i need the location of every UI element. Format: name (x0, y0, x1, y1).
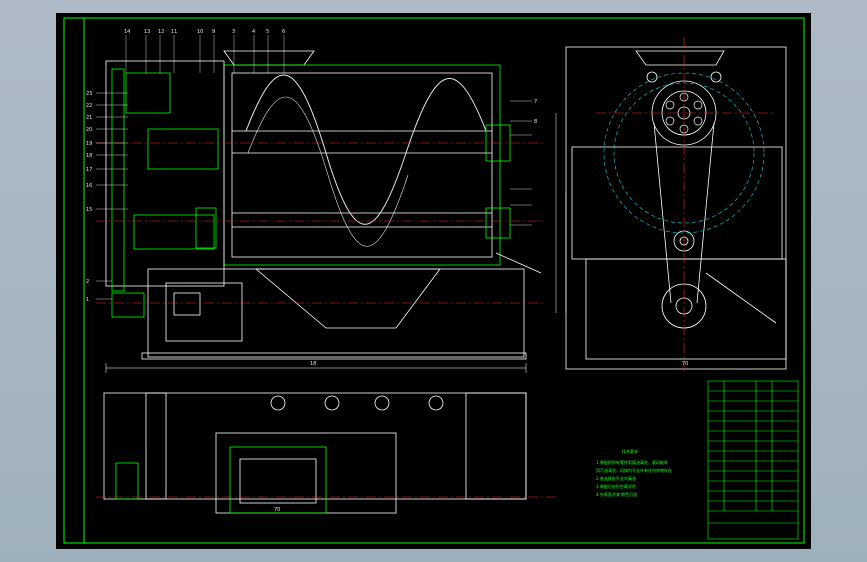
small-gear (115, 462, 139, 500)
note-line-4: 3.装配后进行空载试验 (596, 483, 636, 489)
bolt-1 (270, 395, 286, 411)
lower-bearing (133, 214, 215, 250)
bolt-2 (324, 395, 340, 411)
note-line-5: 4.外表面涂漆 颜色可选 (596, 491, 637, 497)
pulley-bottom (111, 292, 145, 318)
part-label: 6 (282, 29, 285, 35)
motor (173, 292, 201, 316)
belt-left (653, 122, 672, 304)
screw-spiral-back (247, 96, 409, 247)
part-label: 3 (232, 29, 235, 35)
side-base (585, 258, 787, 360)
part-label: 21 (86, 115, 92, 121)
chute (495, 252, 542, 274)
part-label: 16 (86, 183, 92, 189)
part-label: 8 (534, 119, 537, 125)
side-holes (665, 92, 703, 134)
part-label: 22 (86, 103, 92, 109)
technical-notes: 技术要求 1.装配前所有零件用煤油清洗，滚动轴承 用汽油清洗，机体内不允许有任何… (596, 448, 672, 497)
bolt-3 (374, 395, 390, 411)
part-label: 10 (197, 29, 203, 35)
base-plate (141, 352, 527, 360)
drawing-sheet (56, 13, 811, 549)
bolt-right (710, 71, 722, 83)
part-label: 17 (86, 167, 92, 173)
cad-drawing-viewport[interactable]: 18 23 22 21 20 19 18 17 16 15 2 1 14 13 … (56, 13, 811, 549)
dim-main-length: 18 (310, 361, 316, 367)
title-block (707, 380, 799, 540)
note-line-1: 1.装配前所有零件用煤油清洗，滚动轴承 (596, 459, 668, 465)
belt-right (696, 122, 715, 304)
left-pillar (145, 392, 167, 500)
part-label: 1 (86, 297, 89, 303)
note-line-2: 用汽油清洗，机体内不允许有任何杂物存在 (596, 467, 672, 473)
side-center-lines (596, 37, 776, 373)
side-view (565, 46, 787, 370)
part-label: 20 (86, 127, 92, 133)
bolt-left (646, 71, 658, 83)
right-bearing-lower (485, 207, 511, 239)
base-frame (147, 268, 525, 358)
side-hopper (635, 50, 725, 66)
gear (195, 207, 217, 249)
middle-bearing (147, 128, 219, 170)
right-pillar (465, 392, 527, 500)
part-label: 18 (86, 153, 92, 159)
left-housing (105, 60, 225, 287)
side-outline (565, 46, 787, 370)
drum-inner (231, 72, 493, 258)
part-number-labels: 23 22 21 20 19 18 17 16 15 2 1 14 13 12 … (86, 29, 537, 303)
notes-heading: 技术要求 (622, 448, 638, 454)
inner-border (83, 17, 805, 544)
part-label: 15 (86, 207, 92, 213)
part-label: 11 (171, 29, 177, 35)
part-label: 13 (144, 29, 150, 35)
part-label: 12 (158, 29, 164, 35)
leader-lines (96, 35, 532, 300)
part-label: 9 (212, 29, 215, 35)
belt-strip (111, 68, 125, 292)
motor-plate (165, 282, 243, 342)
note-line-3: 2.各连接处不允许漏油 (596, 475, 636, 481)
outlet-inner (239, 458, 317, 504)
part-label: 4 (252, 29, 255, 35)
hidden-circle-outer (603, 72, 765, 234)
dim-side: 70 (682, 361, 688, 367)
part-label: 7 (534, 99, 537, 105)
outlet-frame (229, 446, 327, 514)
screw-spiral (245, 74, 487, 225)
cad-drawing: 18 23 22 21 20 19 18 17 16 15 2 1 14 13 … (56, 13, 811, 549)
bolt-4 (428, 395, 444, 411)
side-chute (705, 272, 777, 324)
part-label: 14 (124, 29, 130, 35)
dim-bottom: 70 (274, 507, 280, 513)
part-label: 19 (86, 141, 92, 147)
bottom-view (103, 392, 527, 514)
part-label: 23 (86, 91, 92, 97)
part-label: 5 (266, 29, 269, 35)
front-center-lines (96, 142, 546, 304)
part-label: 2 (86, 279, 89, 285)
